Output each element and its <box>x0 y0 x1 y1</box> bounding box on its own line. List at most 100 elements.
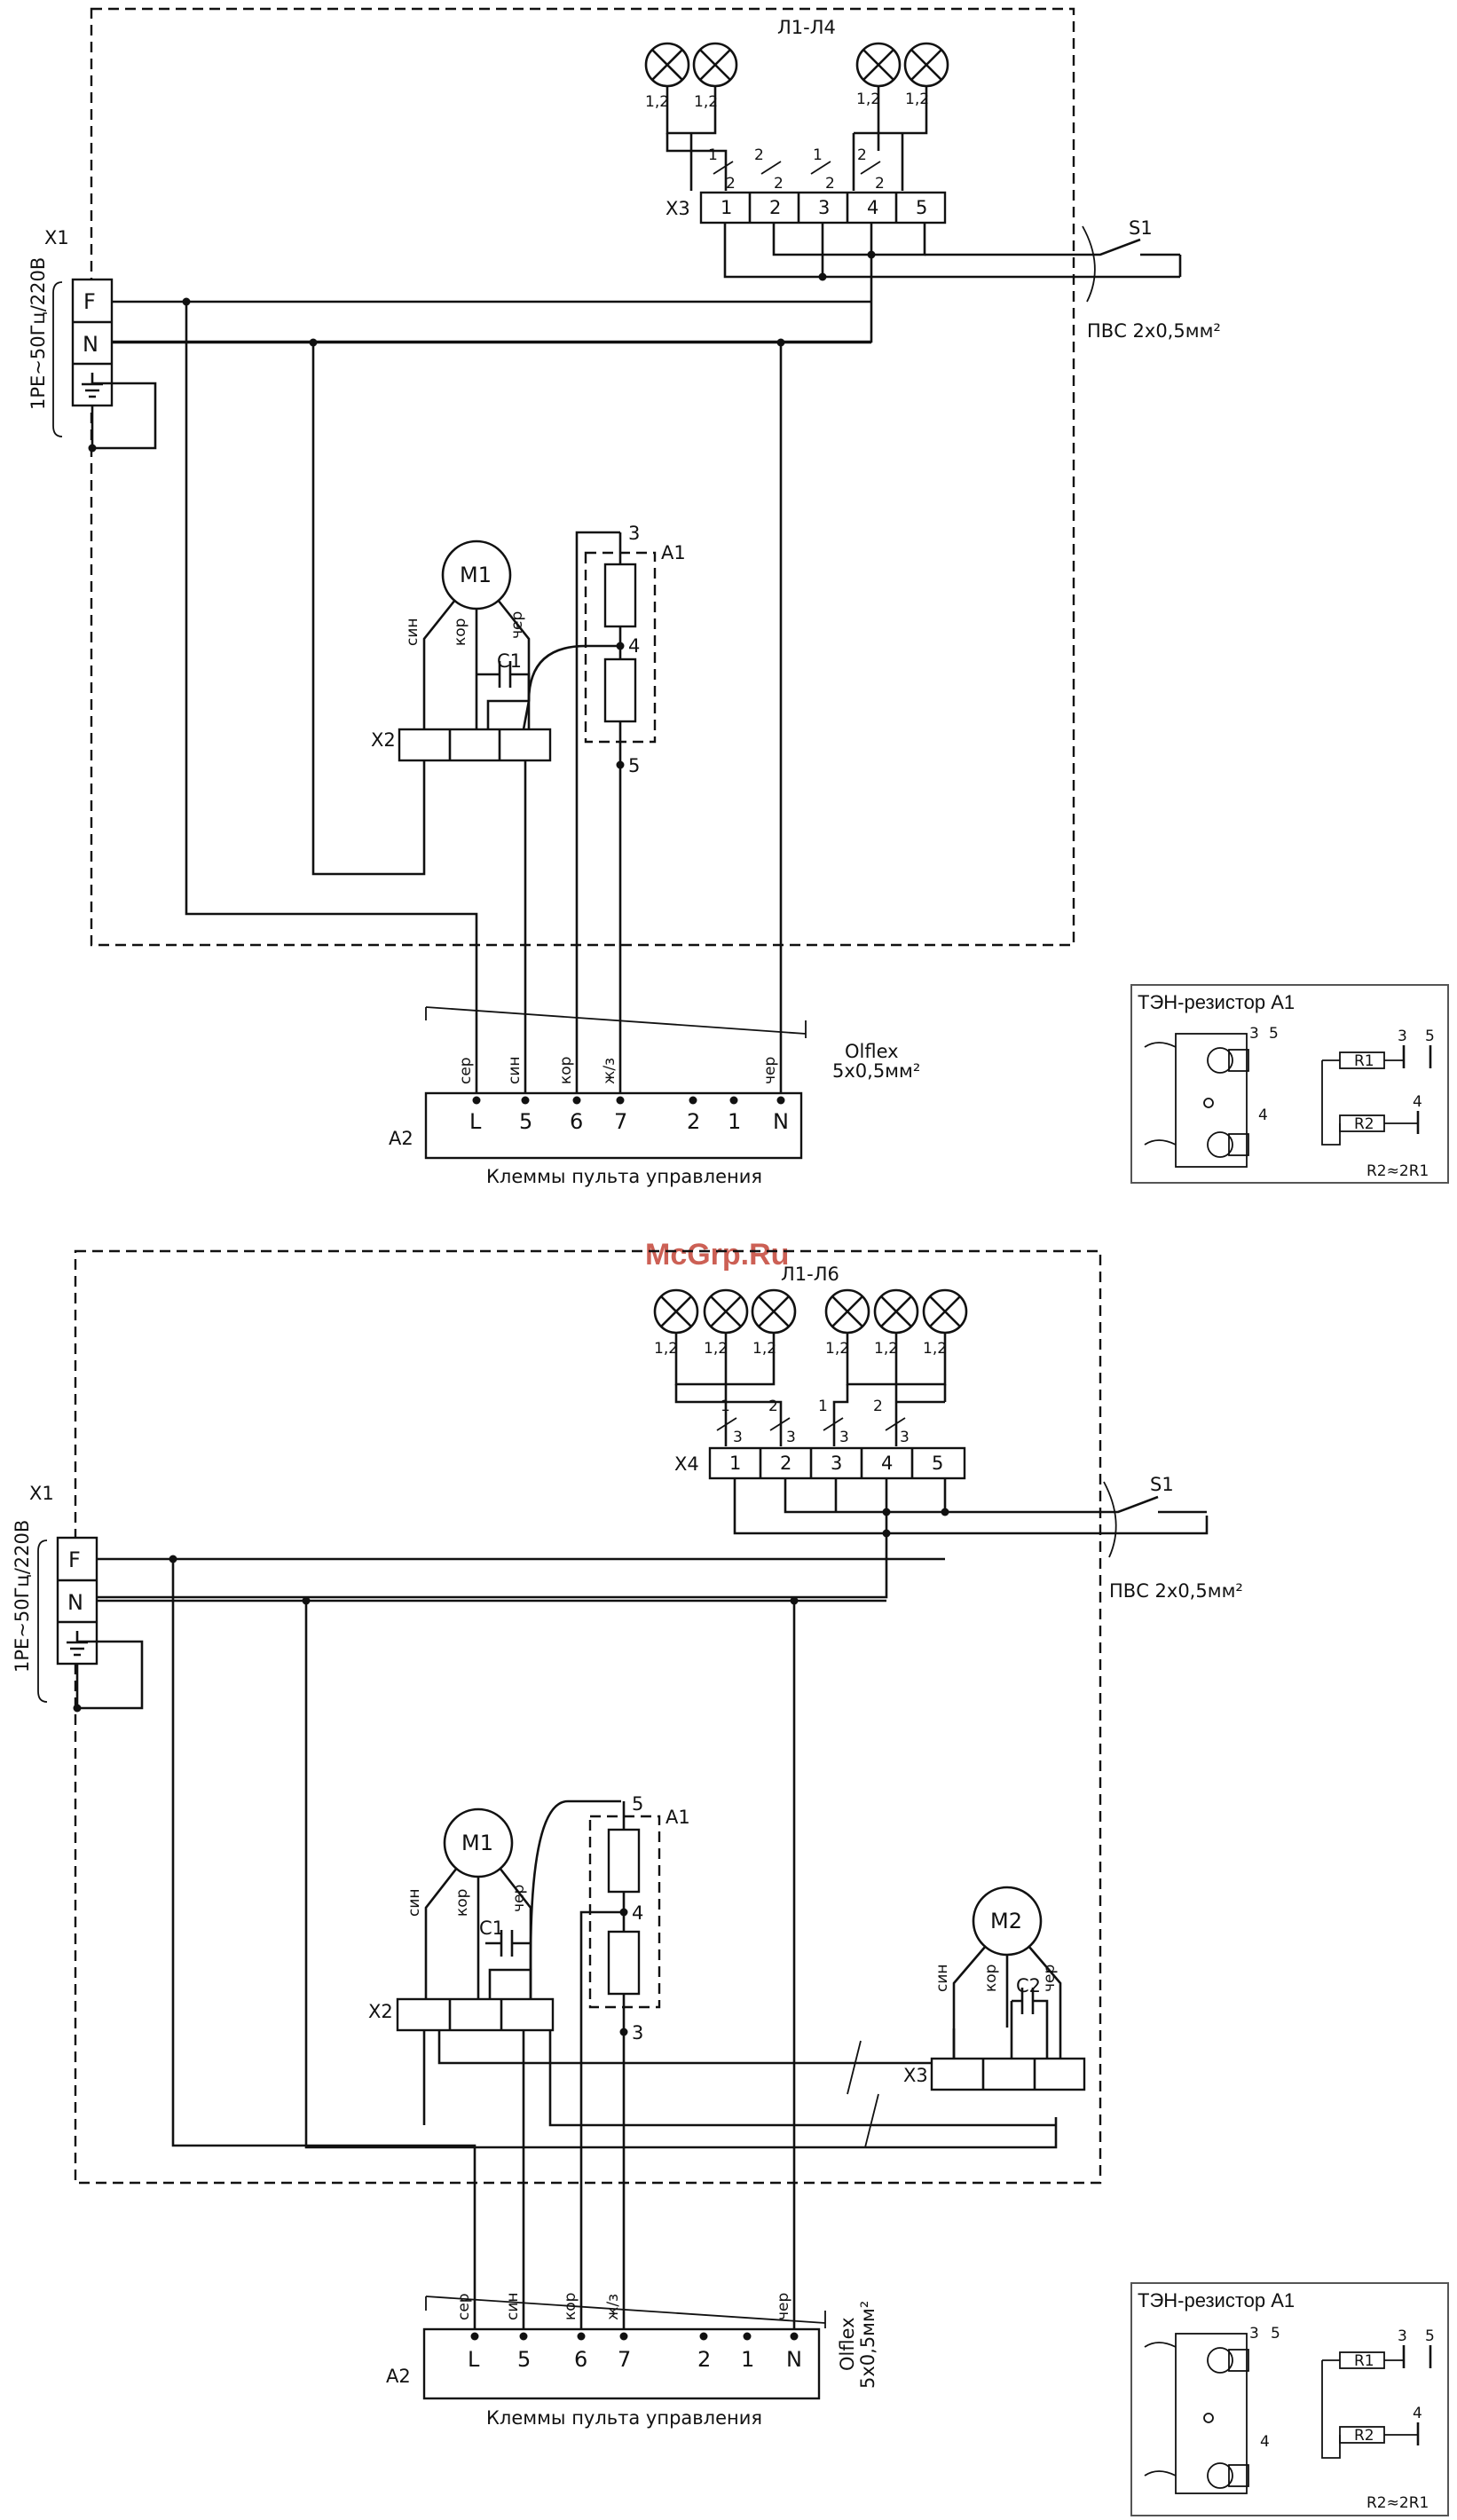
lamp-icon <box>653 1288 699 1335</box>
inset-terminal-4: 4 <box>1260 2433 1270 2451</box>
inset-terminal-4: 4 <box>1413 1093 1422 1111</box>
inset-relation: R2≈2R1 <box>1366 1162 1429 1180</box>
lamp-icon <box>644 42 690 88</box>
terminal-number: 2 <box>780 1453 792 1474</box>
a1-label: A1 <box>665 1807 690 1828</box>
capacitor-c2-label: C2 <box>1016 1975 1041 1996</box>
enclosure-boundary-2 <box>74 1249 1102 2185</box>
inset-terminal-5: 5 <box>1269 1025 1279 1043</box>
lamp-icon <box>873 1288 919 1335</box>
inset-terminal-3: 3 <box>1249 1025 1259 1043</box>
wire-number: 2 <box>875 175 885 193</box>
a2-terminal: N <box>786 2347 802 2372</box>
wire-color: чер <box>775 2293 792 2320</box>
wire-color: син <box>406 1888 423 1917</box>
a2-label: A2 <box>386 2366 411 2387</box>
panel-caption: Клеммы пульта управления <box>486 2407 762 2429</box>
a2-terminal: 1 <box>728 1109 741 1134</box>
lamp-icon <box>703 1288 749 1335</box>
a2-terminal: 2 <box>687 1109 700 1134</box>
supply-terminal-x1: F N <box>56 1536 98 1666</box>
terminal-number: 1 <box>729 1453 741 1474</box>
lamp-icon <box>922 1288 968 1335</box>
olflex-size: 5х0,5мм² <box>832 1060 920 1082</box>
switch-s1-label: S1 <box>1150 1474 1174 1495</box>
inset-r2: R2 <box>1354 2427 1374 2445</box>
wire-number: 3 <box>733 1429 743 1446</box>
wire-color: сер <box>455 2293 473 2320</box>
wire-number: 3 <box>839 1429 849 1446</box>
capacitor-c1-label: C1 <box>479 1918 504 1939</box>
wire-number: 1 <box>721 1398 730 1415</box>
x1-label: X1 <box>44 227 69 248</box>
wire-color: чер <box>508 611 526 639</box>
wire-number: 3 <box>900 1429 910 1446</box>
wire-number: 2 <box>774 175 784 193</box>
switch-s1-label: S1 <box>1129 217 1153 239</box>
lamps-label: Л1-Л6 <box>781 1264 839 1285</box>
motor-m2: M2 C2 <box>952 1886 1062 2059</box>
wire-number: 2 <box>873 1398 883 1415</box>
a2-terminal: 7 <box>618 2347 631 2372</box>
lamp-rating: 1,2 <box>704 1340 728 1358</box>
supply-spec: 1PE~50Гц/220В <box>28 257 49 410</box>
wire-color: чер <box>510 1885 528 1912</box>
wire-number: 2 <box>726 175 736 193</box>
resistor-inset-1: ТЭН-резистор А1 3 5 4 R1 R2 3 5 4 R2≈2R1 <box>1130 984 1449 1184</box>
switch-s1 <box>945 1481 1207 1558</box>
a2-terminal: N <box>773 1109 789 1134</box>
inset-terminal-4: 4 <box>1413 2405 1422 2422</box>
lamp-rating: 1,2 <box>825 1340 849 1358</box>
wire-number: 3 <box>786 1429 796 1446</box>
lamp-rating: 1,2 <box>654 1340 678 1358</box>
inset-terminal-5: 5 <box>1425 2327 1435 2345</box>
terminal-number: 4 <box>881 1453 893 1474</box>
inset-terminal-3: 3 <box>1398 2327 1407 2345</box>
inset-terminal-4: 4 <box>1258 1106 1268 1124</box>
a2-terminal: 2 <box>697 2347 711 2372</box>
lamp-rating: 1,2 <box>694 93 718 111</box>
inset-relation: R2≈2R1 <box>1366 2494 1429 2512</box>
a2-label: A2 <box>389 1128 413 1149</box>
terminal-block-x4: 1 2 3 4 5 <box>708 1446 966 1480</box>
wire-number: 1 <box>708 146 718 164</box>
neutral-n: N <box>83 332 98 357</box>
inset-terminal-5: 5 <box>1271 2325 1280 2343</box>
wire-number: 1 <box>818 1398 828 1415</box>
wire-color: кор <box>452 618 469 646</box>
wire-color: син <box>506 1056 524 1084</box>
x3-label: X3 <box>903 2065 928 2086</box>
cable-spec-top: ПВС 2х0,5мм² <box>1087 320 1221 342</box>
terminal-number: 3 <box>831 1453 842 1474</box>
inset-terminal-5: 5 <box>1425 1028 1435 1045</box>
terminal-number: 2 <box>769 197 781 218</box>
a2-terminal: 6 <box>570 1109 583 1134</box>
olflex-label: Olflex <box>837 2317 858 2371</box>
wire-color: сер <box>457 1057 475 1084</box>
inset-r1: R1 <box>1354 2352 1374 2370</box>
wire-color: кор <box>562 2293 579 2320</box>
a1-terminal-5: 5 <box>632 1793 643 1815</box>
heater-resistor-a1: 3 4 5 A1 <box>575 523 686 1100</box>
lamp-icon <box>824 1288 870 1335</box>
wire-color: ж/з <box>604 2294 622 2320</box>
diagram-2: Л1-Л6 1,2 1,2 1,2 1,2 1,2 1,2 1 3 2 3 1 … <box>12 1249 1243 2429</box>
inset-r2: R2 <box>1354 1115 1374 1133</box>
panel-caption: Клеммы пульта управления <box>486 1166 762 1187</box>
lamp-rating: 1,2 <box>923 1340 947 1358</box>
lamp-icon <box>903 42 949 88</box>
cable-spec-top: ПВС 2х0,5мм² <box>1109 1580 1243 1602</box>
a1-terminal-3: 3 <box>628 523 640 544</box>
terminal-block-x3 <box>930 2057 1086 2091</box>
inset-terminal-3: 3 <box>1398 1028 1407 1045</box>
watermark: McGrp.Ru <box>645 1238 789 1272</box>
switch-s1 <box>925 225 1182 303</box>
terminal-number: 5 <box>916 197 927 218</box>
wire-number: 1 <box>813 146 823 164</box>
a1-terminal-5: 5 <box>628 755 640 776</box>
heater-resistor-a1: 5 4 3 A1 <box>579 1793 690 2329</box>
wire-color: син <box>933 1964 951 1992</box>
x1-label: X1 <box>29 1483 54 1504</box>
diagram-1: 1,2 1,2 1,2 1,2 Л1-Л4 1 2 2 2 1 2 2 2 1 … <box>28 7 1221 1187</box>
